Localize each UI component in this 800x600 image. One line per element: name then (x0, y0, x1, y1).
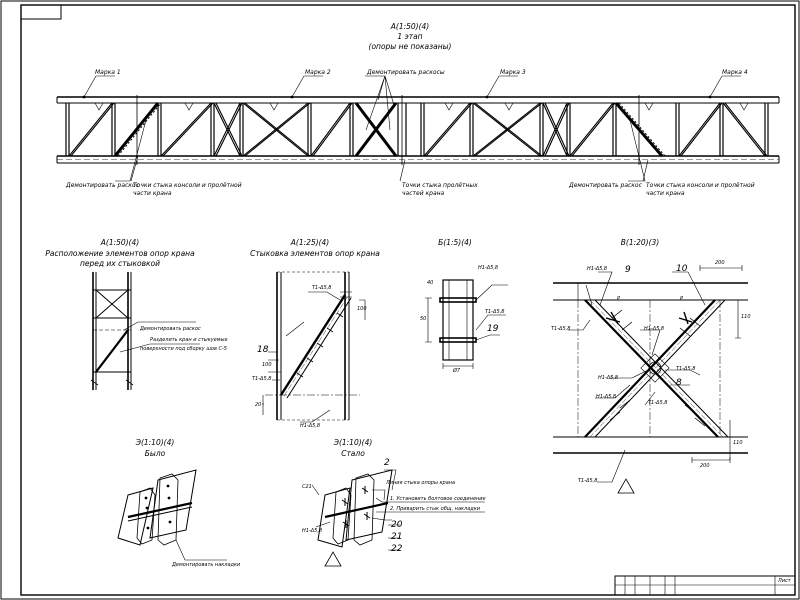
main-title-line2: 1 этап (397, 32, 423, 41)
view-v-label-3: T1-Δ5,8 (551, 326, 571, 332)
note-joint-right-2: части крана (646, 190, 685, 197)
main-truss (56, 75, 780, 182)
view-v-dim-1: 200 (715, 260, 725, 266)
inner-frame (20, 4, 796, 596)
note-dismantle-top: Демонтировать раскосы (367, 69, 445, 76)
view-v-label-4: H1-Δ5,8 (587, 266, 608, 272)
view-a-joint (262, 271, 366, 423)
note-joint-mid-2: частей крана (402, 190, 445, 197)
view-v-p-2: P (680, 296, 684, 302)
view-a-joint-dim-2: 100 (262, 362, 272, 368)
view-a-joint-dim-1: 100 (357, 306, 367, 312)
view-g1 (117, 469, 227, 561)
view-a-joint-dim-3: 20 (255, 402, 262, 408)
view-a-joint-title2: Стыковка элементов опор крана (250, 249, 380, 258)
view-v-label-6: T1-Δ5,8 (676, 366, 696, 372)
note-joint-mid-1: Точки стыка пролётных (402, 182, 478, 189)
view-b-label-1: H1-Δ5,8 (478, 265, 499, 271)
view-g2-num-22: 22 (391, 544, 403, 554)
view-a-joint-label-4: 18 (257, 345, 269, 355)
view-v-dim-3: 110 (741, 314, 751, 320)
view-b-dim-3: Ø7 (453, 368, 461, 374)
main-title-line1: А(1:50)(4) (390, 22, 430, 31)
view-b-title: Б(1:5)(4) (438, 238, 472, 247)
view-g2-num-21: 21 (391, 532, 403, 542)
view-a-small-note1: Демонтировать раскос (140, 326, 201, 332)
view-b-dim-1: 40 (427, 280, 434, 286)
view-g2-label-h1: H1-Δ5,8 (302, 528, 323, 534)
view-b-label-2: T1-Δ5,8 (485, 309, 505, 315)
title-block-stamp: Лист (778, 578, 791, 584)
view-a-small-title2: Расположение элементов опор крана (45, 249, 195, 258)
title-block (614, 575, 796, 596)
view-g2 (311, 469, 485, 567)
view-a-joint-label-2: T1-Δ5,8 (252, 376, 272, 382)
view-g2-marker: 2 (384, 458, 390, 468)
note-dismantle-right: Демонтировать раскос (569, 182, 642, 189)
view-v-label-11: T1-Δ5,8 (578, 478, 598, 484)
view-b-label-3: 19 (487, 324, 499, 334)
view-g1-note: Демонтировать накладки (172, 562, 241, 568)
view-v-label-9: 9 (625, 265, 631, 275)
view-g2-title1: Э(1:10)(4) (333, 438, 373, 447)
note-dismantle-left: Демонтировать раскос (66, 182, 139, 189)
note-joint-right-1: Точки стыка консоли и пролётной (646, 182, 755, 189)
view-b (425, 279, 508, 369)
view-a-small-title1: А(1:50)(4) (100, 238, 140, 247)
view-a-small-title3: перед их стыковкой (79, 259, 161, 268)
view-v-label-8: T1-Δ5,8 (648, 400, 668, 406)
view-g2-label-c21: C21 (302, 484, 312, 490)
view-v-p-1: P (617, 296, 621, 302)
view-v-dim-2: 200 (700, 463, 710, 469)
node-label-1: Марка 1 (95, 69, 121, 76)
view-v-title: В(1:20)(3) (620, 238, 660, 247)
view-a-joint-label-1: T1-Δ5,8 (312, 285, 332, 291)
main-title-line3: (опоры не показаны) (368, 42, 452, 51)
note-joint-left-2: части крана (133, 190, 172, 197)
node-label-2: Марка 2 (305, 69, 331, 76)
view-v-label-7: H1-Δ5,8 (598, 375, 619, 381)
view-a-small (90, 272, 200, 390)
view-a-small-note3: поверхности под сборку шов С-5 (140, 346, 227, 352)
view-a-small-note2: Разделить кран и стыкуемые (150, 337, 228, 343)
view-v-label-9b: H1-Δ5,8 (596, 394, 617, 400)
corner-stamp (20, 4, 62, 20)
view-g2-note2: 1. Установить болтовое соединение (390, 496, 486, 502)
view-g1-title2: Было (144, 449, 166, 458)
view-v (553, 265, 748, 494)
view-v-label-5: H1-Δ5,8 (644, 326, 665, 332)
note-joint-left-1: Точки стыка консоли и пролётной (133, 182, 242, 189)
node-label-4: Марка 4 (722, 69, 748, 76)
view-v-label-8num: 8 (676, 378, 682, 388)
view-b-dim-2: 50 (420, 316, 427, 322)
view-g2-title2: Стало (341, 449, 365, 458)
view-g2-note1: Линия стыка опоры крана (386, 480, 456, 486)
view-g2-num-20: 20 (391, 520, 403, 530)
view-v-label-10: 10 (676, 264, 688, 274)
view-g1-title1: Э(1:10)(4) (135, 438, 175, 447)
view-a-joint-title1: А(1:25)(4) (290, 238, 330, 247)
view-v-dim-4: 110 (733, 440, 743, 446)
node-label-3: Марка 3 (500, 69, 526, 76)
view-a-joint-label-3: H1-Δ5,8 (300, 423, 321, 429)
view-g2-note3: 2. Приварить стык общ. накладки (390, 506, 481, 512)
